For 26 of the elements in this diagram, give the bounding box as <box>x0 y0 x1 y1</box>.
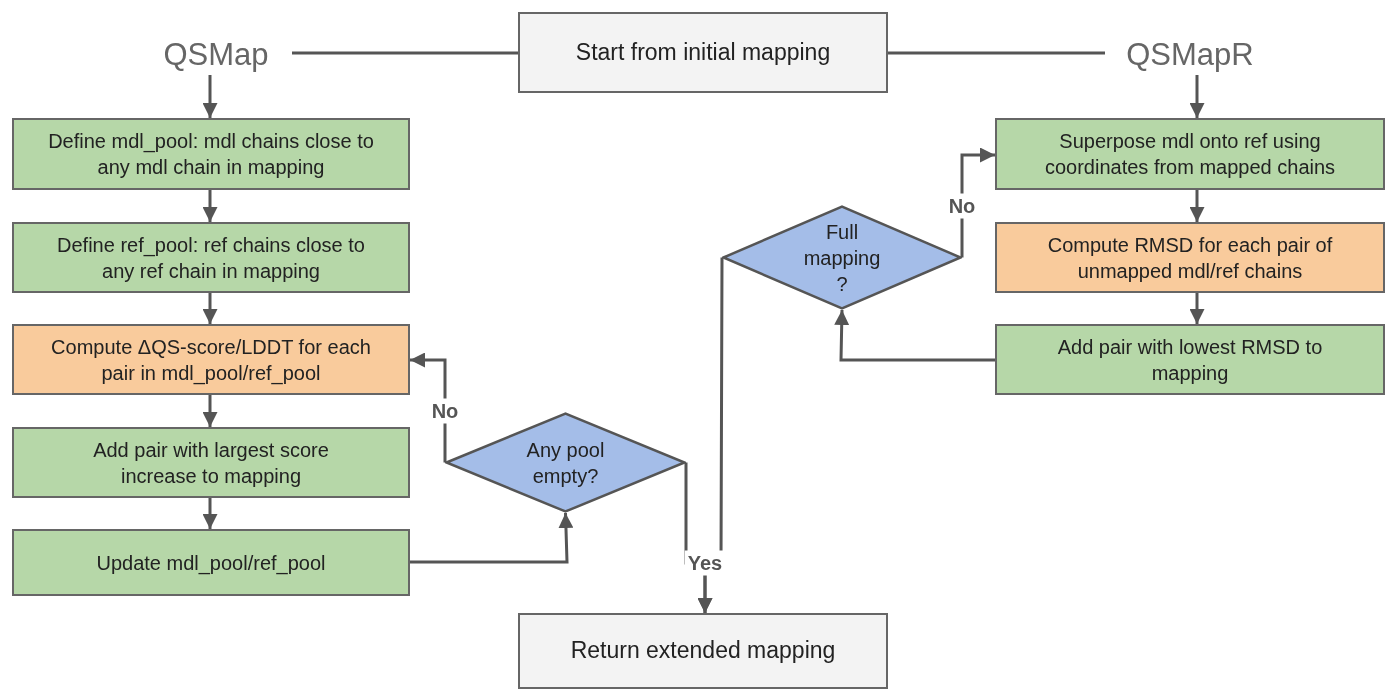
arrow <box>202 75 218 118</box>
arrow <box>1189 75 1205 118</box>
arrow <box>834 309 995 362</box>
edge-label: Yes <box>684 550 726 576</box>
process-box: Add pair with lowest RMSD to mapping <box>995 324 1385 395</box>
arrow <box>697 257 724 613</box>
process-box: Define mdl_pool: mdl chains close to any mdl chain in mapping <box>12 118 410 190</box>
arrow <box>410 512 574 564</box>
method-heading: QSMapR <box>1105 35 1275 75</box>
arrow <box>1189 293 1205 324</box>
arrow <box>1189 190 1205 222</box>
process-box: Return extended mapping <box>518 613 888 689</box>
connector-line <box>888 51 1105 55</box>
process-box: Compute RMSD for each pair of unmapped mdl/ref chains <box>995 222 1385 293</box>
process-box: Update mdl_pool/ref_pool <box>12 529 410 596</box>
process-box: Compute ΔQS-score/LDDT for each pair in mdl_pool/ref_pool <box>12 324 410 395</box>
process-box: Add pair with largest score increase to mapping <box>12 427 410 498</box>
arrow <box>202 498 218 529</box>
arrow <box>202 395 218 427</box>
process-box: Superpose mdl onto ref using coordinates from mapped chains <box>995 118 1385 190</box>
method-heading: QSMap <box>140 35 292 75</box>
process-box: Start from initial mapping <box>518 12 888 93</box>
arrow <box>202 190 218 222</box>
arrow <box>202 293 218 324</box>
process-box: Define ref_pool: ref chains close to any ref chain in mapping <box>12 222 410 293</box>
connector-line <box>292 51 518 55</box>
